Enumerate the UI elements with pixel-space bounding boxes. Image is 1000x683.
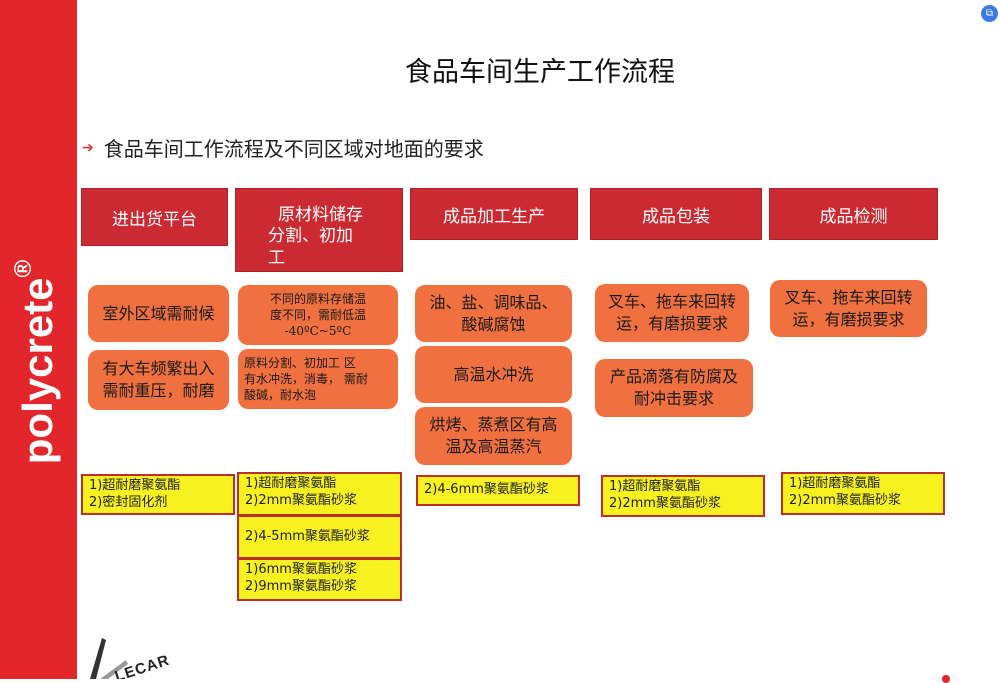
- requirement-line: 烘烤、蒸煮区有高: [429, 415, 558, 435]
- requirement-box: 室外区域需耐候: [88, 285, 229, 342]
- header-line: 原材料储存: [278, 205, 363, 225]
- lecar-logo: LECAR: [86, 630, 186, 679]
- header-loading-dock: 进出货平台: [81, 188, 228, 246]
- requirement-line: 油、盐、调味品、: [429, 292, 558, 312]
- header-line: 工: [268, 247, 285, 268]
- header-raw-material: 原材料储存 分割、初加 工: [235, 188, 403, 272]
- requirement-box: 高温水冲洗: [415, 346, 572, 403]
- solution-line: 2)4-6mm聚氨酯砂浆: [424, 482, 549, 498]
- requirement-box: 烘烤、蒸煮区有高温及高温蒸汽: [415, 407, 572, 465]
- requirement-line: 叉车、拖车来回转: [607, 292, 736, 312]
- requirement-box: 叉车、拖车来回转运，有磨损要求: [770, 280, 927, 337]
- brand-sidebar: polycrete®: [0, 0, 77, 679]
- header-inspection: 成品检测: [769, 188, 938, 240]
- requirement-line: 高温水冲洗: [453, 364, 534, 384]
- requirement-line: 运，有磨损要求: [792, 309, 905, 329]
- solution-box: 1)超耐磨聚氨酯 2)密封固化剂: [81, 474, 235, 515]
- solution-line: 1)超耐磨聚氨酯: [89, 478, 181, 493]
- header-line: 成品检测: [819, 206, 888, 227]
- brand-registered-mark: ®: [10, 259, 37, 278]
- requirement-line: 室外区域需耐候: [102, 303, 215, 323]
- translate-icon[interactable]: ⧉: [981, 5, 998, 22]
- requirement-line: 产品滴落有防腐及: [609, 367, 738, 387]
- requirement-line: 不同的原料存储温: [269, 291, 366, 306]
- header-line: 成品加工生产: [443, 206, 545, 227]
- requirement-line: 有水冲洗，消毒， 需耐: [244, 371, 368, 386]
- solution-line: 2)4-5mm聚氨酯砂浆: [245, 528, 370, 544]
- brand-logo-text: polycrete®: [10, 260, 62, 465]
- solution-box: 1)超耐磨聚氨酯 2)2mm聚氨酯砂浆: [781, 472, 945, 515]
- solution-box: 1)6mm聚氨酯砂浆 2)9mm聚氨酯砂浆: [237, 558, 402, 601]
- requirement-box: 有大车频繁出入需耐重压，耐磨: [88, 350, 229, 410]
- solution-line: 2)2mm聚氨酯砂浆: [609, 495, 721, 511]
- requirement-box: 油、盐、调味品、酸碱腐蚀: [415, 285, 572, 342]
- solution-line: 2)9mm聚氨酯砂浆: [245, 578, 357, 594]
- solution-line: 2)密封固化剂: [89, 494, 168, 510]
- requirement-box: 原料分割、初加工 区有水冲洗，消毒， 需耐酸碱，耐水泡: [238, 349, 398, 409]
- page-marker-dot: [942, 675, 950, 683]
- section-subtitle: ➔ 食品车间工作流程及不同区域对地面的要求: [82, 133, 484, 162]
- requirement-box: 不同的原料存储温度不同，需耐低温 -40ºC~5ºC: [238, 285, 398, 345]
- solution-line: 2)2mm聚氨酯砂浆: [245, 492, 357, 508]
- lecar-logo-mark-icon: [90, 638, 128, 679]
- requirement-line: 温及高温蒸汽: [445, 437, 542, 456]
- solution-box: 1)超耐磨聚氨酯 2)2mm聚氨酯砂浆: [237, 472, 402, 516]
- requirement-line: 度不同，需耐低温: [269, 307, 366, 322]
- requirement-line: 运，有磨损要求: [615, 314, 728, 333]
- requirement-box: 产品滴落有防腐及耐冲击要求: [595, 359, 753, 417]
- requirement-line: 叉车、拖车来回转: [784, 287, 913, 307]
- brand-name: polycrete: [14, 277, 61, 465]
- requirement-line: 酸碱腐蚀: [461, 314, 526, 334]
- solution-line: 1)6mm聚氨酯砂浆: [245, 562, 357, 577]
- requirement-line: 耐冲击要求: [633, 389, 714, 408]
- requirement-line: 有大车频繁出入: [102, 359, 215, 379]
- page-title: 食品车间生产工作流程: [405, 57, 675, 88]
- solution-box: 2)4-6mm聚氨酯砂浆: [416, 475, 580, 506]
- requirement-line: -40ºC~5ºC: [284, 324, 352, 339]
- solution-line: 1)超耐磨聚氨酯: [609, 479, 701, 494]
- requirement-line: 需耐重压，耐磨: [102, 381, 215, 400]
- subtitle-text: 食品车间工作流程及不同区域对地面的要求: [103, 137, 484, 161]
- solution-box: 1)超耐磨聚氨酯 2)2mm聚氨酯砂浆: [601, 475, 765, 517]
- solution-line: 1)超耐磨聚氨酯: [245, 476, 337, 491]
- solution-line: 1)超耐磨聚氨酯: [789, 476, 881, 491]
- header-processing: 成品加工生产: [410, 188, 578, 240]
- header-line: 成品包装: [642, 206, 710, 227]
- header-line: 分割、初加: [268, 226, 353, 247]
- requirement-line: 原料分割、初加工 区: [244, 355, 356, 370]
- solution-box: 2)4-5mm聚氨酯砂浆: [237, 515, 402, 559]
- bullet-arrow-icon: ➔: [82, 139, 94, 156]
- header-line: 进出货平台: [112, 209, 197, 230]
- requirement-box: 叉车、拖车来回转运，有磨损要求: [595, 284, 749, 342]
- header-packaging: 成品包装: [590, 188, 762, 240]
- requirement-line: 酸碱，耐水泡: [244, 388, 317, 403]
- solution-line: 2)2mm聚氨酯砂浆: [789, 492, 901, 508]
